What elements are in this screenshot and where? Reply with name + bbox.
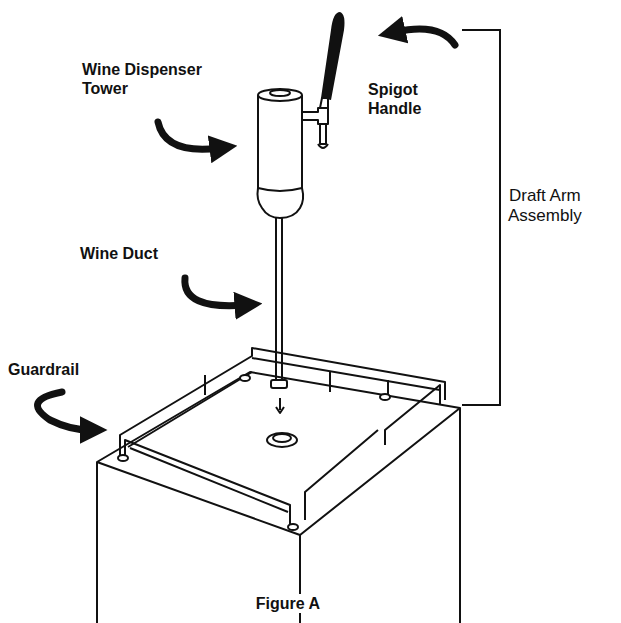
part-label: Guardrail <box>8 360 108 379</box>
figure-caption: Figure A <box>253 594 323 613</box>
part-label: Draft Arm Assembly <box>508 186 582 227</box>
part-label: Wine Duct <box>80 244 200 263</box>
part-label: Spigot Handle <box>368 80 448 118</box>
part-label: Wine Dispenser Tower <box>82 60 210 98</box>
